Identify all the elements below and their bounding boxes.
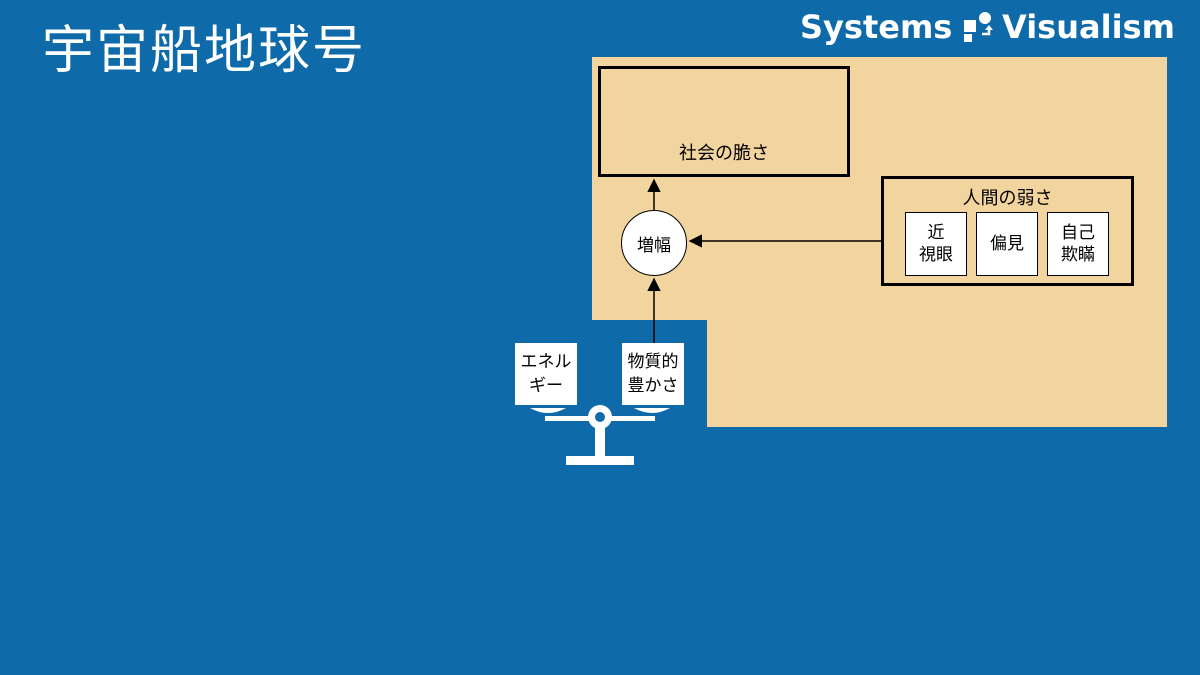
social-fragility-label: 社会の脆さ (679, 143, 769, 164)
amplification-node: 増幅 (621, 210, 687, 276)
brand-logo: Systems Visualism (790, 6, 1190, 50)
background-panel-lower (707, 318, 1167, 427)
page-title: 宇宙船地球号 (42, 21, 367, 81)
human-weakness-box: 人間の弱さ 近 視眼 偏見 自己 欺瞞 (881, 176, 1134, 286)
systems-visualism-logo-icon (964, 12, 993, 42)
weakness-item-self-deception: 自己 欺瞞 (1047, 212, 1109, 276)
material-wealth-card: 物質的 豊かさ (622, 343, 684, 405)
energy-card: エネル ギー (515, 343, 577, 405)
weakness-item-bias: 偏見 (976, 212, 1038, 276)
human-weakness-label: 人間の弱さ (962, 188, 1053, 209)
brand-name-left: Systems (800, 8, 953, 46)
social-fragility-box: 社会の脆さ (598, 66, 850, 177)
background-panel-upper (592, 57, 1167, 320)
balance-scale-icon (530, 405, 670, 465)
brand-name-right: Visualism (1002, 8, 1175, 46)
weakness-item-shortsightedness: 近 視眼 (905, 212, 967, 276)
